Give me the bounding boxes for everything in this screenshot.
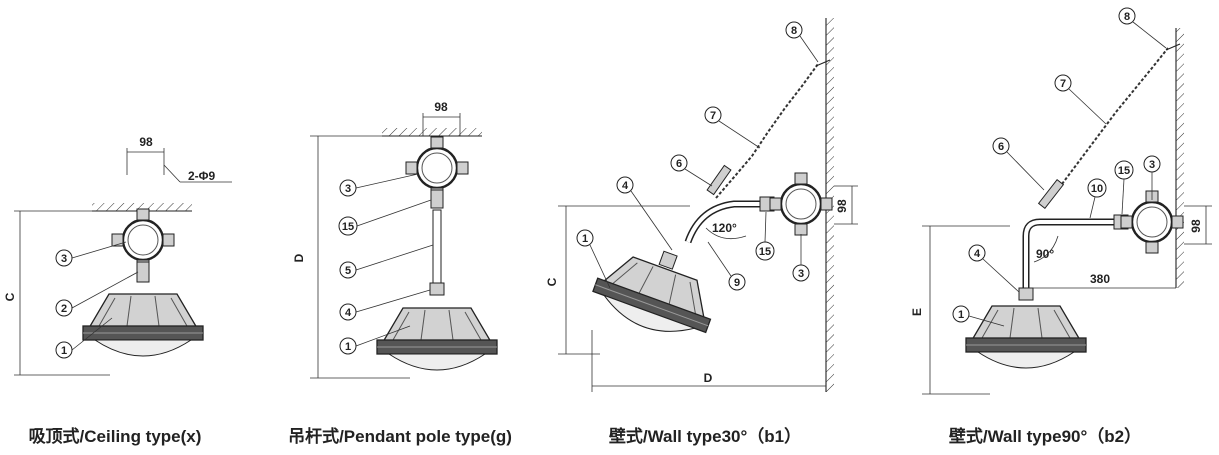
callout-2: 2 [61,303,67,315]
dimension-380: 380 [1090,272,1110,286]
wall-type-90-diagram: 98 90° 380 E 8 7 6 15 3 10 4 1 [910,7,1212,446]
caption-wall-30: 壁式/Wall type30°（b1） [609,426,801,446]
callout-6: 6 [676,158,682,170]
callout-15: 15 [1118,165,1130,177]
callout-3: 3 [61,253,67,265]
junction-box [1119,189,1185,255]
callout-9: 9 [734,277,740,289]
dimension-d: D [704,371,713,385]
caption-ceiling-type: 吸顶式/Ceiling type(x) [29,426,202,446]
callout-3: 3 [798,268,804,280]
callout-8: 8 [791,25,797,37]
callout-8: 8 [1124,11,1130,23]
dimension-d: D [292,253,306,262]
junction-box [768,171,834,237]
callout-1: 1 [582,233,588,245]
dimension-98: 98 [139,135,153,149]
caption-wall-90: 壁式/Wall type90°（b2） [949,426,1141,446]
callout-15: 15 [342,221,354,233]
dimension-e: E [910,308,924,316]
callout-4: 4 [974,248,981,260]
pendant-pole-diagram: 98 D 3 15 5 4 1 吊杆式/Pendant pole type(g) [288,100,512,446]
wall-type-30-diagram: 98 120° C D 8 7 6 4 1 9 15 3 [545,18,858,446]
callout-7: 7 [1060,78,1066,90]
callout-4: 4 [345,307,352,319]
callout-15: 15 [759,246,771,258]
lamp-fixture [965,305,1087,369]
hole-spec: 2-Φ9 [188,169,216,183]
callout-10: 10 [1091,183,1103,195]
caption-pendant-type: 吊杆式/Pendant pole type(g) [288,426,512,446]
callout-3: 3 [1149,159,1155,171]
lamp-fixture [376,307,498,371]
angle-label: 90° [1036,247,1054,261]
dimension-c: C [545,277,559,286]
callout-1: 1 [958,309,964,321]
callout-5: 5 [345,265,351,277]
callout-1: 1 [345,341,351,353]
lamp-fixture [82,293,204,357]
dimension-98: 98 [835,199,849,213]
dimension-98: 98 [1189,219,1203,233]
callout-3: 3 [345,183,351,195]
callout-1: 1 [61,345,67,357]
callout-7: 7 [710,110,716,122]
ceiling-hatch [92,203,192,211]
dimension-c: C [3,292,17,301]
ceiling-type-diagram: 98 2-Φ9 C 3 2 1 吸顶式/Ceiling type(x) [3,135,232,446]
callout-6: 6 [998,141,1004,153]
angle-label: 120° [712,221,737,235]
callout-4: 4 [622,180,629,192]
dimension-98: 98 [434,100,448,114]
